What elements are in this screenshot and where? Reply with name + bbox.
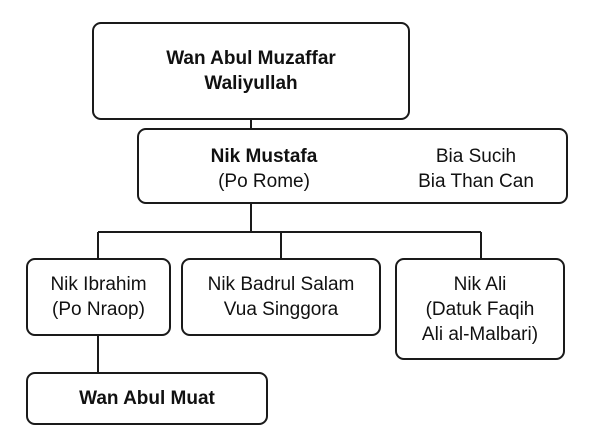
node-wan-abul-muzaffar-line2: Waliyullah <box>204 73 298 94</box>
node-nik-ali: Nik Ali (Datuk Faqih Ali al-Malbari) <box>395 258 565 360</box>
spouse-bia-sucih: Bia Sucih <box>435 146 517 167</box>
spouse-bia-than-can: Bia Than Can <box>418 171 534 192</box>
nik-ali-alias-line2: Ali al-Malbari) <box>421 323 539 345</box>
node-wan-abul-muzaffar-line1: Wan Abul Muzaffar <box>166 48 336 69</box>
node-wan-abul-muzaffar: Wan Abul Muzaffar Waliyullah <box>92 22 410 120</box>
nik-ali-name: Nik Ali <box>453 273 507 295</box>
nik-ibrahim-name: Nik Ibrahim <box>50 274 147 295</box>
nik-badrul-salam-name: Nik Badrul Salam <box>207 274 355 295</box>
nik-mustafa-alias: (Po Rome) <box>218 171 310 192</box>
node-wan-abul-muat: Wan Abul Muat <box>26 372 268 425</box>
node-nik-badrul-salam: Nik Badrul Salam Vua Singgora <box>181 258 381 336</box>
nik-mustafa-name: Nik Mustafa <box>210 146 318 167</box>
nik-ali-alias-line1: (Datuk Faqih <box>425 298 535 320</box>
nik-ibrahim-alias: (Po Nraop) <box>52 299 145 320</box>
node-nik-mustafa: Nik Mustafa (Po Rome) Bia Sucih Bia Than… <box>137 128 568 204</box>
node-nik-ibrahim: Nik Ibrahim (Po Nraop) <box>26 258 171 336</box>
nik-mustafa-spouses: Bia Sucih Bia Than Can <box>401 144 551 194</box>
nik-badrul-salam-alias: Vua Singgora <box>223 299 339 320</box>
wan-abul-muat-name: Wan Abul Muat <box>79 388 215 409</box>
nik-mustafa-name-block: Nik Mustafa (Po Rome) <box>179 144 349 194</box>
